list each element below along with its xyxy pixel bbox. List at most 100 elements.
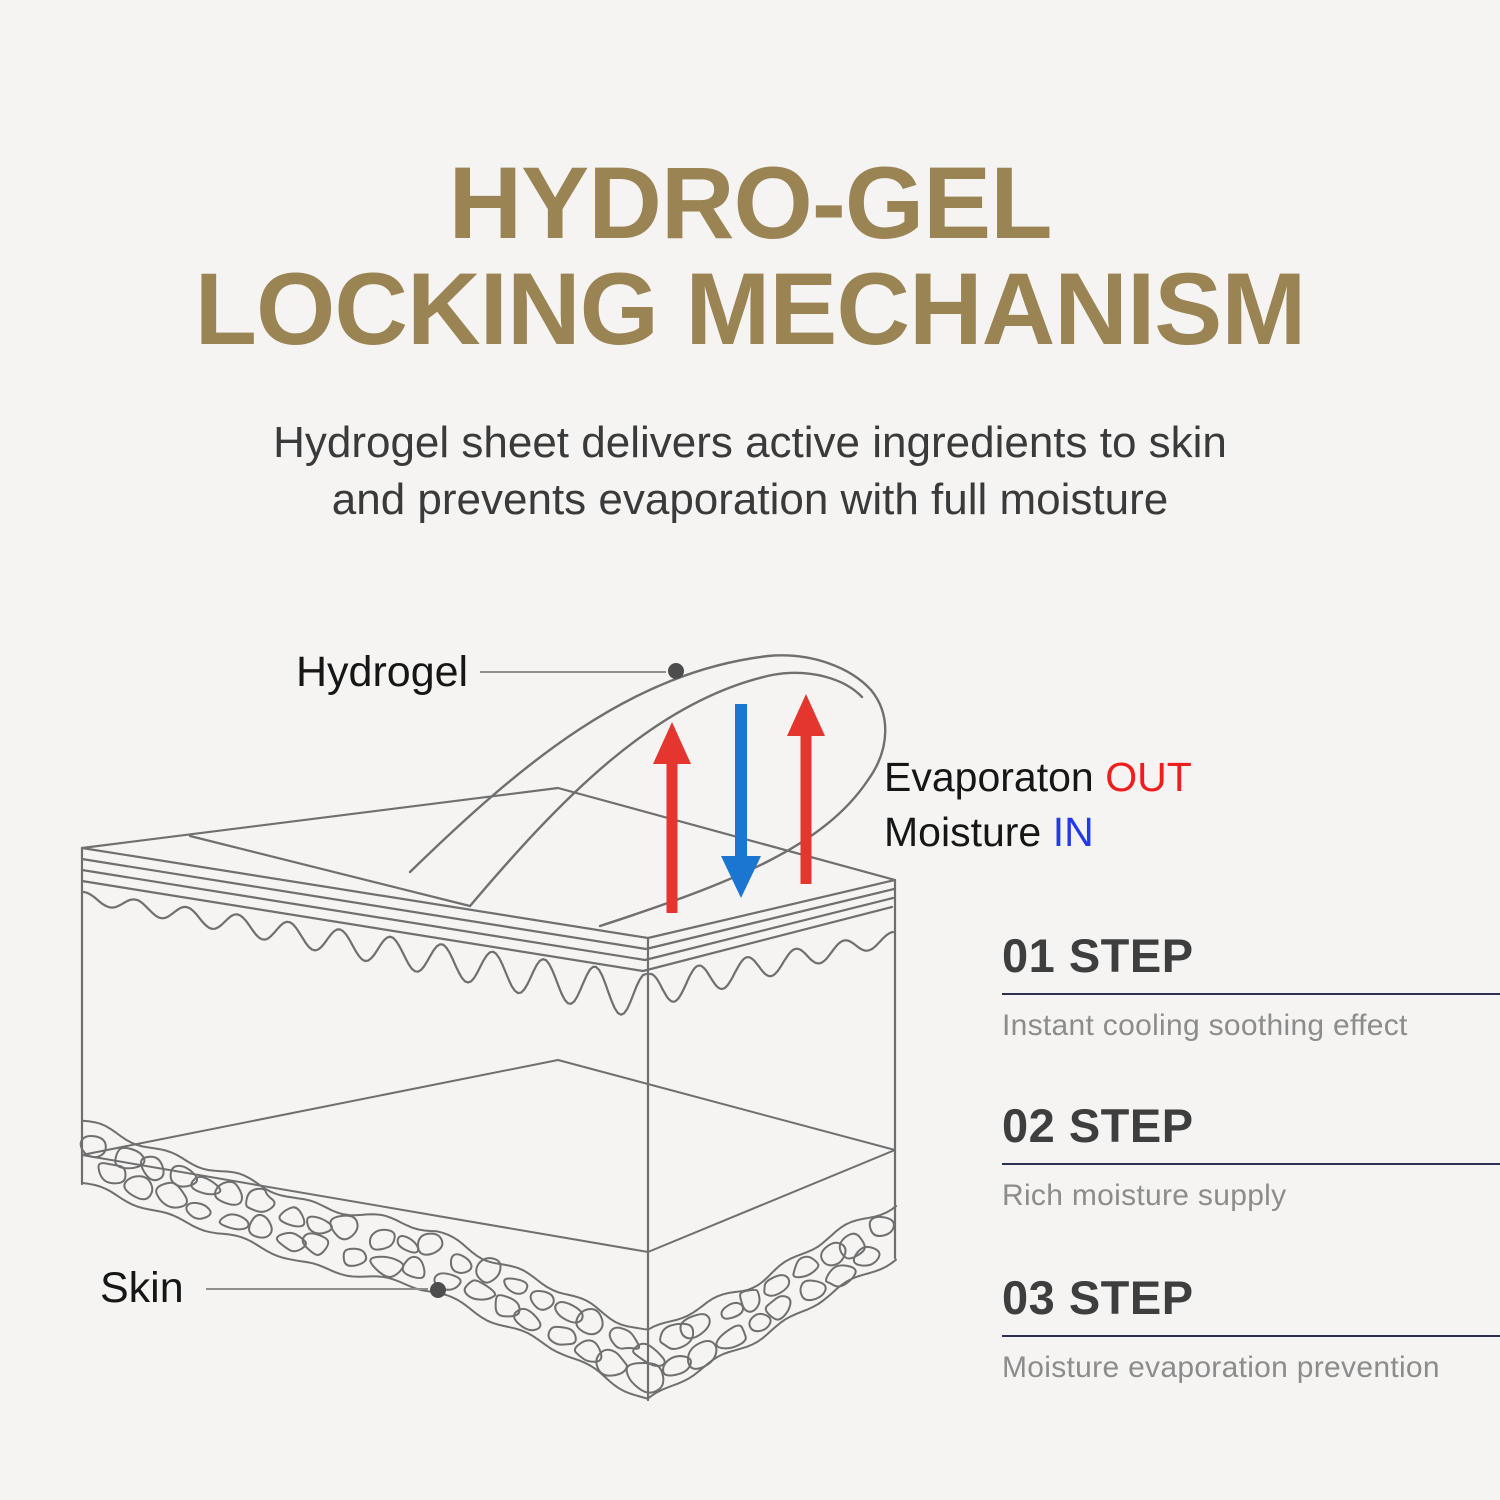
pebble bbox=[547, 1325, 577, 1346]
flap-outer-curve bbox=[408, 654, 873, 874]
pebble bbox=[278, 1206, 306, 1228]
pebble bbox=[79, 1134, 107, 1159]
pebble-band-bottom-boundary bbox=[81, 1182, 897, 1400]
hydrogel-leader-dot bbox=[668, 663, 684, 679]
pebble bbox=[369, 1255, 405, 1278]
pebble bbox=[155, 1181, 188, 1209]
pebble bbox=[475, 1257, 502, 1284]
pebble bbox=[820, 1241, 847, 1267]
pebble bbox=[463, 1279, 497, 1301]
pebble bbox=[214, 1180, 244, 1206]
pebble bbox=[554, 1301, 584, 1324]
evaporation-label: Evaporaton bbox=[884, 754, 1094, 800]
pebble bbox=[416, 1232, 444, 1256]
pebble bbox=[449, 1253, 473, 1274]
pebble bbox=[838, 1232, 866, 1260]
pebble-band bbox=[79, 1119, 898, 1400]
page-subtitle-line1: Hydrogel sheet delivers active ingredien… bbox=[273, 418, 1227, 467]
hydrogel-flap bbox=[408, 654, 887, 928]
pebble bbox=[868, 1215, 895, 1238]
step-1-description: Instant cooling soothing effect bbox=[1002, 1009, 1408, 1042]
step-item-2: 02 STEP Rich moisture supply bbox=[1002, 1098, 1500, 1213]
pebble bbox=[368, 1228, 396, 1251]
hydrogel-sheet-layers bbox=[80, 834, 896, 973]
page-title-line2: LOCKING MECHANISM bbox=[194, 252, 1307, 366]
pebble bbox=[306, 1215, 333, 1235]
page-subtitle-line2: and prevents evaporation with full moist… bbox=[331, 475, 1169, 524]
pebble bbox=[852, 1245, 881, 1267]
moisture-direction: IN bbox=[1052, 809, 1094, 855]
evaporation-direction: OUT bbox=[1105, 754, 1192, 800]
step-item-1: 01 STEP Instant cooling soothing effect bbox=[1002, 928, 1500, 1043]
step-2-title: 02 STEP bbox=[1002, 1099, 1194, 1152]
step-3-title: 03 STEP bbox=[1002, 1271, 1194, 1324]
pebble bbox=[748, 1312, 772, 1333]
pebble bbox=[679, 1313, 711, 1340]
pebble bbox=[825, 1264, 857, 1288]
step-3-description: Moisture evaporation prevention bbox=[1002, 1351, 1440, 1384]
evaporation-arrow-right-icon bbox=[787, 694, 825, 884]
block-back-top-edges bbox=[80, 786, 897, 882]
hydrogel-label: Hydrogel bbox=[296, 648, 469, 696]
pebble bbox=[529, 1290, 555, 1311]
pebble bbox=[218, 1213, 250, 1231]
pebble bbox=[595, 1348, 628, 1377]
pebble bbox=[494, 1294, 521, 1318]
flap-under-curve bbox=[598, 688, 887, 928]
pebble bbox=[503, 1277, 529, 1295]
pebble bbox=[608, 1326, 641, 1350]
step-1-title: 01 STEP bbox=[1002, 929, 1194, 982]
page-title-line1: HYDRO-GEL bbox=[448, 146, 1053, 260]
skin-label: Skin bbox=[100, 1264, 184, 1312]
pebble bbox=[763, 1274, 791, 1297]
pebble bbox=[720, 1301, 745, 1320]
pebble bbox=[97, 1162, 127, 1185]
pebble bbox=[575, 1308, 604, 1336]
epidermis-wave bbox=[82, 890, 895, 1016]
skin-block-outline bbox=[80, 786, 897, 1402]
pebble bbox=[123, 1175, 154, 1201]
moisture-label: Moisture bbox=[884, 809, 1042, 855]
evaporation-arrow-left-icon bbox=[653, 722, 691, 913]
pebble bbox=[275, 1231, 307, 1253]
moisture-down-arrow-icon bbox=[721, 704, 761, 898]
pebble bbox=[512, 1307, 542, 1332]
pebble bbox=[764, 1295, 792, 1321]
step-2-divider bbox=[1002, 1163, 1500, 1165]
pebble bbox=[739, 1288, 761, 1313]
pebble bbox=[139, 1155, 165, 1182]
pebble bbox=[396, 1234, 420, 1254]
pebble bbox=[686, 1340, 718, 1370]
step-2-description: Rich moisture supply bbox=[1002, 1179, 1287, 1212]
pebble bbox=[632, 1342, 666, 1368]
skin-leader-dot bbox=[430, 1282, 446, 1298]
page-subtitle: Hydrogel sheet delivers active ingredien… bbox=[0, 414, 1500, 528]
flap-inner-curve bbox=[468, 671, 864, 908]
pebble bbox=[792, 1255, 820, 1279]
pebble bbox=[799, 1279, 827, 1302]
step-1-divider bbox=[1002, 993, 1500, 995]
pebble bbox=[185, 1201, 212, 1220]
pebble bbox=[342, 1247, 368, 1267]
step-3-divider bbox=[1002, 1335, 1500, 1337]
block-inner-floor bbox=[81, 1059, 896, 1253]
pebble bbox=[245, 1187, 276, 1213]
pebble bbox=[329, 1214, 359, 1241]
step-item-3: 03 STEP Moisture evaporation prevention bbox=[1002, 1270, 1500, 1385]
pebble bbox=[401, 1255, 426, 1280]
pebble bbox=[248, 1213, 273, 1239]
page-title: HYDRO-GEL LOCKING MECHANISM bbox=[0, 150, 1500, 362]
pebble bbox=[659, 1322, 695, 1350]
sheet-back-edge bbox=[188, 834, 472, 908]
pebble bbox=[662, 1355, 692, 1377]
pebble bbox=[301, 1232, 330, 1256]
label-leaders bbox=[206, 663, 684, 1298]
pebble bbox=[625, 1361, 665, 1394]
pebble bbox=[715, 1324, 747, 1350]
epidermis-wave-side bbox=[648, 930, 895, 1003]
